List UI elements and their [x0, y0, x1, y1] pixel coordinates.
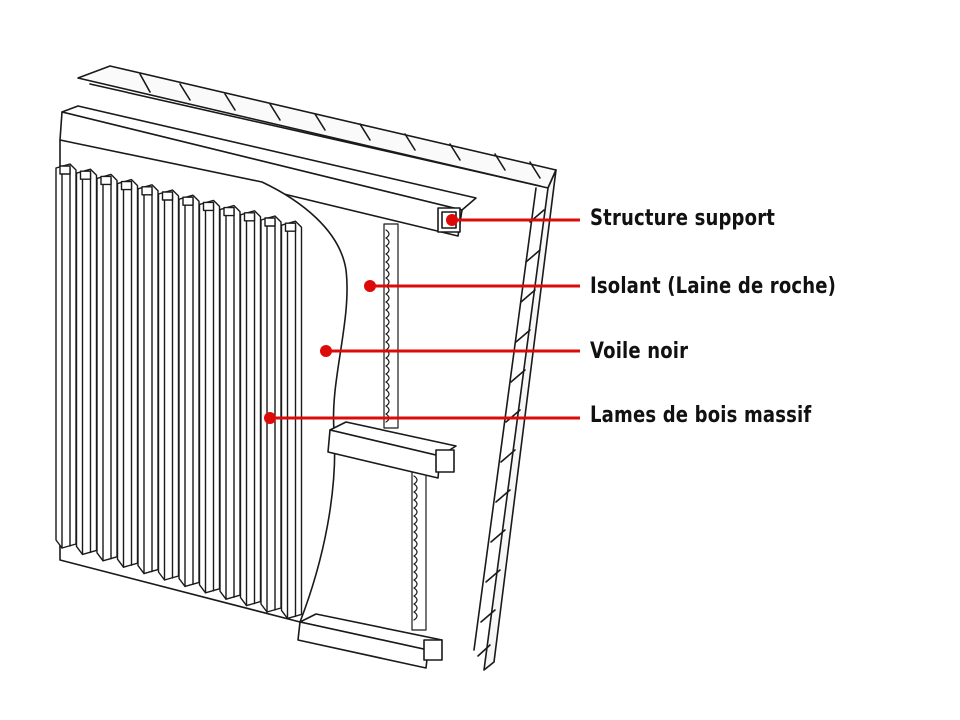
wood-slat [116, 178, 139, 568]
leader-isolant-dot [364, 280, 376, 292]
wood-slat [157, 189, 180, 581]
wood-slat-end [243, 212, 256, 222]
wood-slat-end [59, 165, 71, 175]
leader-voile-dot [320, 345, 332, 357]
wood-slat [96, 173, 118, 562]
wood-slat-end [161, 191, 174, 201]
insulation-strips [383, 223, 427, 631]
wood-slat-end [182, 196, 194, 206]
leader-lines [264, 214, 580, 424]
wood-slat [55, 163, 77, 549]
wood-slat [198, 199, 221, 594]
wood-slat-end [202, 201, 215, 212]
wood-slat-end [264, 217, 276, 227]
wood-slat [280, 220, 303, 620]
wood-slat [137, 184, 159, 575]
wood-slat-end [141, 186, 153, 196]
wood-slats [55, 163, 303, 620]
wood-slat [219, 204, 241, 600]
wood-slat-end [223, 206, 235, 217]
label-voile-noir: Voile noir [590, 339, 689, 364]
wood-slat [75, 168, 98, 556]
wood-slat-end [284, 222, 297, 232]
leader-lames-dot [264, 412, 276, 424]
middle-support-beam [327, 421, 457, 479]
wood-slat-end [100, 175, 112, 186]
wood-slat-end [79, 170, 92, 180]
wood-slat [178, 194, 200, 588]
wood-slat-end [120, 180, 133, 191]
bottom-support-beam [297, 613, 443, 669]
leader-structure-dot [446, 214, 458, 226]
top-support-beam [59, 105, 477, 237]
label-isolant: Isolant (Laine de roche) [590, 274, 837, 299]
label-structure-support: Structure support [590, 206, 776, 231]
label-lames-bois: Lames de bois massif [590, 403, 812, 428]
wood-slat [239, 210, 262, 607]
